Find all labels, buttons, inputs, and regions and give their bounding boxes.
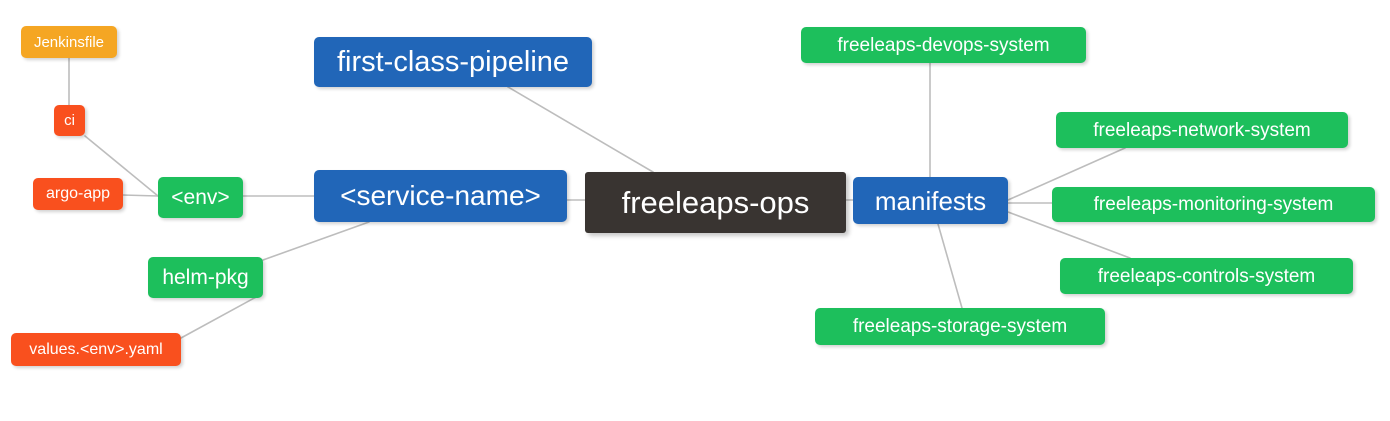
mindmap-node-controls-system[interactable]: freeleaps-controls-system	[1060, 258, 1353, 294]
mindmap-node-storage-system[interactable]: freeleaps-storage-system	[815, 308, 1105, 345]
mindmap-node-manifests[interactable]: manifests	[853, 177, 1008, 224]
mindmap-node-service-name[interactable]: <service-name>	[314, 170, 567, 222]
edge-helm-pkg-to-service-name	[262, 221, 370, 261]
edge-argo-app-to-env	[122, 194, 159, 197]
mindmap-node-devops-system[interactable]: freeleaps-devops-system	[801, 27, 1086, 63]
edge-first-class-pipeline-to-freeleaps-ops	[507, 86, 654, 173]
mindmap-node-freeleaps-ops[interactable]: freeleaps-ops	[585, 172, 846, 233]
mindmap-node-values-yaml[interactable]: values.<env>.yaml	[11, 333, 181, 366]
mindmap-node-argo-app[interactable]: argo-app	[33, 178, 123, 210]
mindmap-node-helm-pkg[interactable]: helm-pkg	[148, 257, 263, 298]
edge-manifests-to-storage-system	[937, 223, 963, 309]
mindmap-node-ci[interactable]: ci	[54, 105, 85, 136]
mindmap-node-env[interactable]: <env>	[158, 177, 243, 218]
mindmap-node-monitoring-system[interactable]: freeleaps-monitoring-system	[1052, 187, 1375, 222]
mindmap-node-jenkinsfile[interactable]: Jenkinsfile	[21, 26, 117, 58]
mindmap-node-first-class-pipeline[interactable]: first-class-pipeline	[314, 37, 592, 87]
edge-values-yaml-to-helm-pkg	[180, 295, 259, 339]
mindmap-node-network-system[interactable]: freeleaps-network-system	[1056, 112, 1348, 148]
